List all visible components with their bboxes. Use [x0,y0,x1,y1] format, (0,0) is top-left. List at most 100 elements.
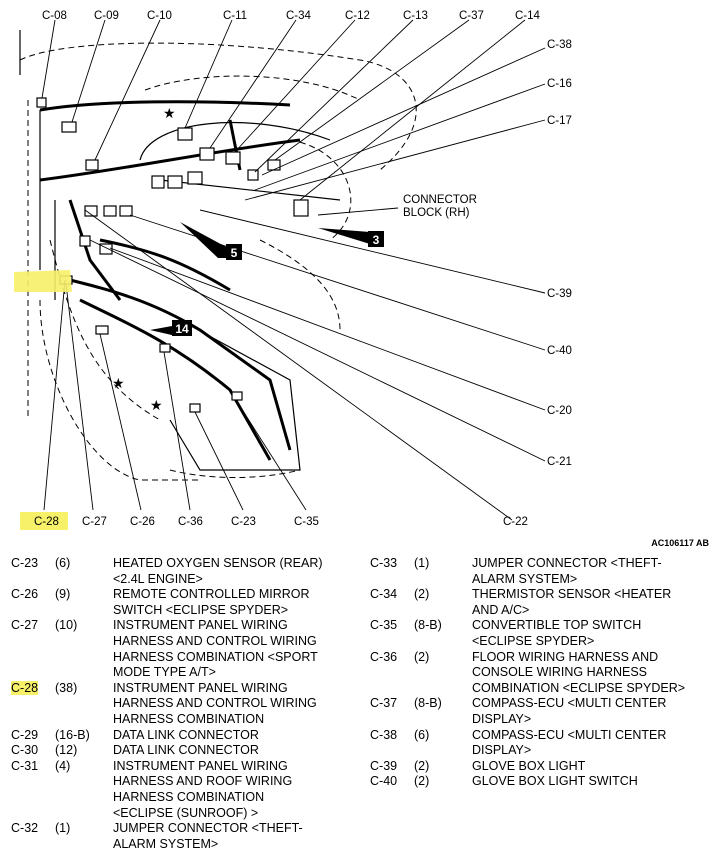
connector-code: C-27 [11,618,39,633]
callout-label: C-09 [94,10,119,22]
pin-count: (2) [414,758,430,773]
connector-description: GLOVE BOX LIGHT SWITCH [472,774,715,790]
description-line: INSTRUMENT PANEL WIRING [113,618,288,633]
connector-code: C-34 [370,587,398,602]
callout-label: C-40 [547,345,572,357]
description-line: INSTRUMENT PANEL WIRING [113,680,288,695]
description-line: THERMISTOR SENSOR <HEATER [472,587,672,602]
pin-count: (6) [55,556,71,570]
legend-entry: C-30 (12) DATA LINK CONNECTOR [11,743,361,759]
callout-label: C-36 [178,516,203,528]
connector-code: C-39 [370,758,398,773]
description-line: DISPLAY> [472,743,532,758]
pin-count: (1) [55,821,71,836]
star-icon: ★ [112,376,125,392]
description-line: HARNESS COMBINATION [113,789,265,804]
legend-entry: C-32(1)JUMPER CONNECTOR <THEFT-ALARM SYS… [11,821,361,852]
connector-description: GLOVE BOX LIGHT [472,759,715,775]
legend-entry: C-35(8-B)CONVERTIBLE TOP SWITCH<ECLIPSE … [370,618,715,649]
callout-label: C-12 [345,10,370,22]
description-line: COMPASS-ECU <MULTI CENTER [472,696,667,711]
description-line: ALARM SYSTEM> [113,836,219,851]
connector-block-line1: CONNECTOR [403,194,477,206]
callout-label: C-10 [147,10,172,22]
description-line: DISPLAY> [472,711,532,726]
connector-block-line2: BLOCK (RH) [403,207,470,219]
callout-label: C-08 [42,10,67,22]
marker-5: 5 [180,222,242,260]
connector-description: DATA LINK CONNECTOR [113,728,361,744]
description-line: SWITCH <ECLIPSE SPYDER> [113,602,289,617]
description-line: DATA LINK CONNECTOR [113,743,259,758]
connector-code: C-31 [11,758,39,773]
description-line: CONVERTIBLE TOP SWITCH [472,618,642,633]
c28-bottom-highlight [20,512,68,530]
bottom-callouts: C-28 C-27 C-26 C-36 C-23 C-35 [34,516,319,528]
dashboard-outline [19,42,417,481]
callout-label: C-11 [223,10,247,22]
pin-count: (2) [414,774,430,789]
description-line: COMBINATION <ECLIPSE SPYDER> [472,680,686,695]
pin-count: (2) [414,649,430,664]
connector-code: C-37 [370,696,398,711]
legend-entry: C-23(6)HEATED OXYGEN SENSOR (REAR)<2.4L … [11,556,361,587]
marker-14-label: 14 [175,322,189,336]
connector-code: C-29 [11,727,39,742]
description-line: <ECLIPSE SPYDER> [472,633,595,648]
connector-block-label: CONNECTOR BLOCK (RH) [403,194,477,219]
description-line: <ECLIPSE (SUNROOF) > [113,805,259,820]
description-line: HARNESS AND ROOF WIRING [113,774,293,789]
pin-count: (16-B) [55,727,90,742]
top-callouts: C-08 C-09 C-10 C-11 C-34 C-12 C-13 C-37 … [42,10,541,22]
reference-code: AC106117 AB [651,538,709,548]
marker-3: 3 [318,228,384,247]
pin-count: (10) [55,618,78,633]
description-line: FLOOR WIRING HARNESS AND [472,649,659,664]
legend-entry: C-29 (16-B) DATA LINK CONNECTOR [11,728,361,744]
connector-description: JUMPER CONNECTOR <THEFT-ALARM SYSTEM> [113,821,361,852]
star-icon: ★ [163,106,176,122]
wiring-diagram: 5 3 14 ★ ★ ★ C-08 C-09 C-10 C-11 C-34 C-… [14,10,572,530]
harness-bundles [39,100,301,461]
pin-count: (1) [414,556,430,570]
callout-label: C-16 [547,78,572,90]
pin-count: (9) [55,587,71,602]
connector-code: C-30 [11,743,39,758]
connector-code: C-26 [11,587,39,602]
callout-label: C-39 [547,288,572,300]
connector-description: JUMPER CONNECTOR <THEFT-ALARM SYSTEM> [472,556,715,587]
marker-5-label: 5 [231,246,238,260]
pin-count: (4) [55,758,71,773]
legend-entry: C-39 (2) GLOVE BOX LIGHT [370,759,715,775]
description-line: JUMPER CONNECTOR <THEFT- [113,821,303,836]
connector-code: C-38 [370,727,398,742]
callout-label: C-21 [547,456,572,468]
description-line: CONSOLE WIRING HARNESS [472,665,648,680]
leader-lines [41,19,546,521]
connector-description: CONVERTIBLE TOP SWITCH<ECLIPSE SPYDER> [472,618,715,649]
pin-count: (12) [55,743,78,758]
legend-entry: C-33(1)JUMPER CONNECTOR <THEFT-ALARM SYS… [370,556,715,587]
description-line: DATA LINK CONNECTOR [113,727,259,742]
callout-label: C-35 [294,516,319,528]
callout-label: C-22 [503,516,528,528]
description-line: HARNESS AND CONTROL WIRING [113,696,317,711]
pin-count: (6) [414,727,430,742]
callout-label: C-37 [459,10,484,22]
description-line: JUMPER CONNECTOR <THEFT- [472,556,662,570]
star-icon: ★ [150,398,163,414]
connector-code: C-35 [370,618,398,633]
